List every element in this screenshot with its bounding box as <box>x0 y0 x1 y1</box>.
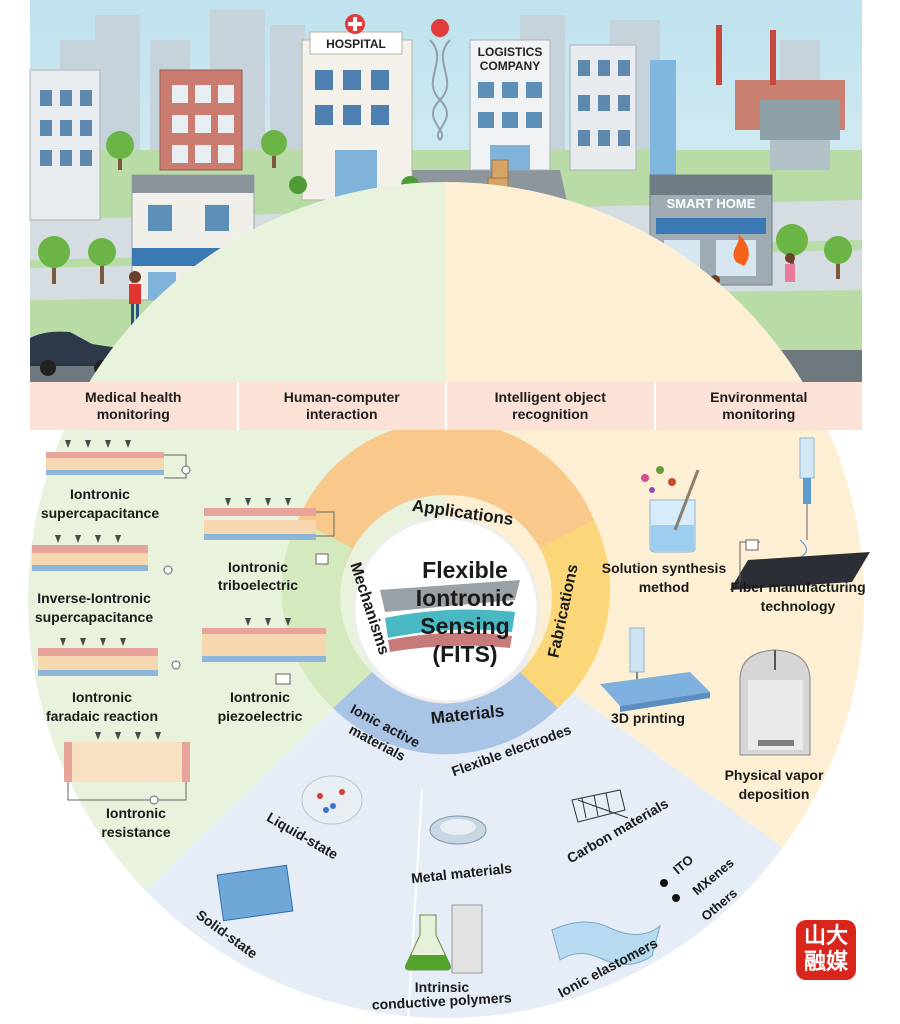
category-ring <box>281 420 611 755</box>
mech-inverse-2: supercapacitance <box>35 609 153 625</box>
fab-pvd-1: Physical vapor <box>725 767 824 783</box>
mech-resistance-2: resistance <box>101 824 170 840</box>
elastomer-sheet-icon <box>551 921 661 965</box>
supercapacitance-device <box>46 452 191 479</box>
materials-quadrant <box>136 600 864 1018</box>
dna-tower-icon <box>429 19 451 141</box>
fab-fiber-2: technology <box>761 598 836 614</box>
resistance-device <box>64 742 190 805</box>
mat-polymers-2: conductive polymers <box>371 989 512 1012</box>
hospital-sign: HOSPITAL <box>326 37 386 51</box>
office-building-left <box>29 69 101 221</box>
mat-polymers-1: Intrinsic <box>415 979 470 995</box>
fab-solution-2: method <box>639 579 690 595</box>
bullet-dot-2 <box>672 894 680 902</box>
office-building-right <box>569 44 637 171</box>
mech-supercap-1: Iontronic <box>70 486 130 502</box>
mech-tribo-2: triboelectric <box>218 577 298 593</box>
logo-line-2: 融媒 <box>803 950 848 975</box>
logistics-sign-1: LOGISTICS <box>478 45 543 59</box>
sensor-layer-gray <box>380 580 520 612</box>
mech-tribo-1: Iontronic <box>228 559 288 575</box>
mech-piezo-1: Iontronic <box>230 689 290 705</box>
hospital-building: HOSPITAL <box>301 14 413 201</box>
applications-row: Medical health monitoring Human-computer… <box>30 382 862 430</box>
inverse-supercapacitance-device <box>32 545 173 575</box>
materials-divider <box>407 789 423 1021</box>
mech-inverse-1: Inverse-Iontronic <box>37 590 151 606</box>
mechanism-diagrams <box>32 440 335 805</box>
logistics-sign-2: COMPANY <box>480 59 540 73</box>
fabrication-illustrations <box>600 437 870 756</box>
flask-icon <box>405 914 451 971</box>
app-intelligent-object-recognition: Intelligent object recognition <box>447 382 656 430</box>
app-environmental-monitoring: Environmental monitoring <box>710 388 808 423</box>
carbon-nanotube-icon <box>571 789 629 823</box>
liquid-drop-icon <box>301 775 363 825</box>
bullet-dot-1 <box>660 879 668 887</box>
center-title-1: Flexible <box>422 557 508 583</box>
polymer-texture-icon <box>451 904 483 974</box>
3d-printer-icon <box>600 627 710 712</box>
logo-line-1: 山大 <box>803 924 848 949</box>
fab-fiber-1: Fiber manufacturing <box>730 579 865 595</box>
mech-supercap-2: supercapacitance <box>41 505 159 521</box>
fab-3d-printing: 3D printing <box>611 710 685 726</box>
mech-faradaic-2: faradaic reaction <box>46 708 158 724</box>
center-disk <box>352 516 540 704</box>
sensor-layer-teal <box>385 609 515 638</box>
piezoelectric-device <box>202 628 326 685</box>
beaker-icon <box>641 466 700 553</box>
mech-piezo-2: piezoelectric <box>218 708 303 724</box>
fab-pvd-2: deposition <box>739 786 810 802</box>
fire-icon <box>733 234 749 266</box>
logistics-building: LOGISTICS COMPANY <box>469 39 551 171</box>
center-title-3: Sensing <box>420 613 509 639</box>
smart-home-sign: SMART HOME <box>667 196 756 211</box>
solid-cube-icon <box>216 864 294 922</box>
center-title-4: (FITS) <box>432 641 497 667</box>
faradaic-device <box>38 648 181 676</box>
sensor-layer-red <box>388 632 512 652</box>
pressure-arrows <box>55 440 291 740</box>
fab-solution-1: Solution synthesis <box>602 560 727 576</box>
center-title-2: Iontronic <box>416 585 515 611</box>
apartment-building <box>159 69 243 171</box>
trees <box>38 130 852 284</box>
material-illustrations <box>216 775 680 974</box>
factory <box>716 25 845 170</box>
app-medical-health-monitoring: Medical health monitoring <box>30 382 239 430</box>
media-logo: 山大 融媒 <box>796 920 856 980</box>
triboelectric-device <box>204 508 335 565</box>
mech-faradaic-1: Iontronic <box>72 689 132 705</box>
mech-resistance-1: Iontronic <box>106 805 166 821</box>
electrospinning-icon <box>730 437 870 590</box>
app-human-computer-interaction: Human-computer interaction <box>239 382 447 430</box>
pvd-chamber-icon <box>739 649 811 756</box>
